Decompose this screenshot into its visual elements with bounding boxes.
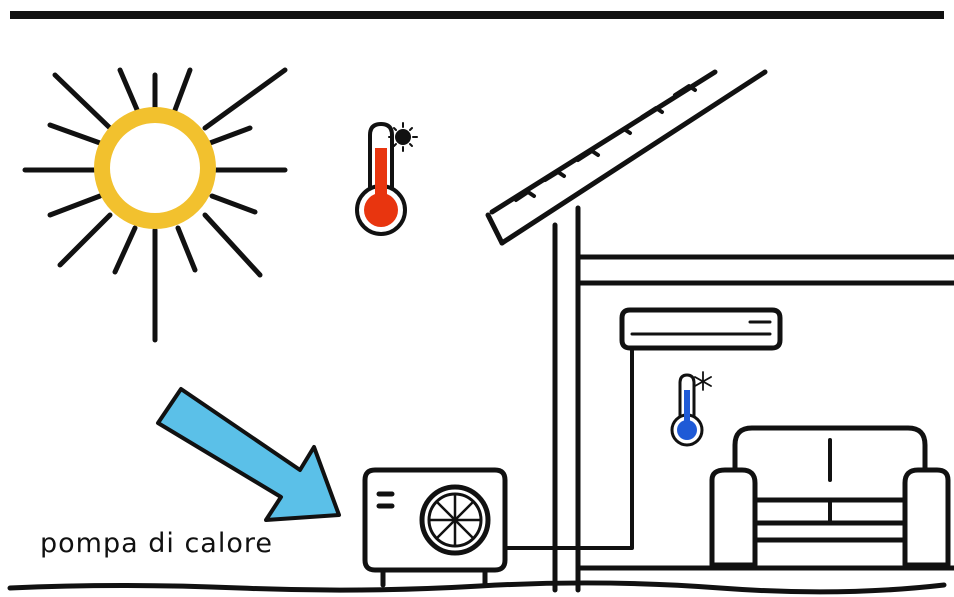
- fan-icon: [419, 484, 491, 556]
- arrow-icon: [156, 387, 341, 522]
- thermometer-cold-icon: [670, 371, 712, 447]
- thermometer-hot-icon: [355, 122, 418, 236]
- snowflake-icon: [694, 371, 712, 391]
- air-conditioner-icon: [619, 307, 783, 351]
- heat-pump-unit: [362, 467, 557, 588]
- caption-label: pompa di calore: [40, 528, 273, 559]
- sofa-icon: [709, 425, 951, 568]
- sun-icon: [22, 67, 288, 343]
- top-bar: [10, 11, 944, 19]
- ground-line: [7, 580, 947, 595]
- house-icon: [485, 69, 954, 593]
